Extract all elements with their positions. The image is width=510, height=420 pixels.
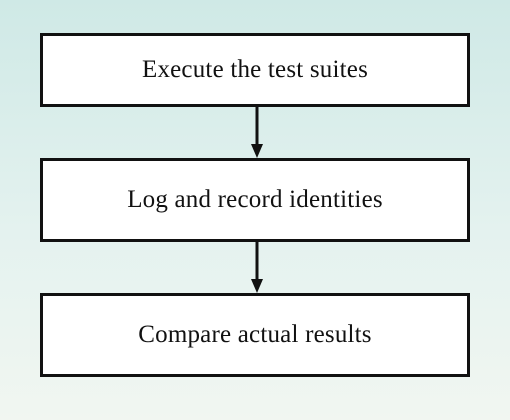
arrow-head — [251, 144, 263, 158]
flow-step-label: Log and record identities — [127, 186, 383, 213]
arrow-step1-to-step2 — [251, 107, 263, 158]
flow-step-label: Compare actual results — [138, 321, 372, 348]
flow-step-compare-actual-results: Compare actual results — [40, 293, 470, 377]
flow-step-execute-test-suites: Execute the test suites — [40, 33, 470, 107]
flow-step-log-record-identities: Log and record identities — [40, 158, 470, 242]
flow-step-label: Execute the test suites — [141, 56, 369, 83]
arrow-head — [251, 279, 263, 293]
arrow-step2-to-step3 — [251, 242, 263, 293]
